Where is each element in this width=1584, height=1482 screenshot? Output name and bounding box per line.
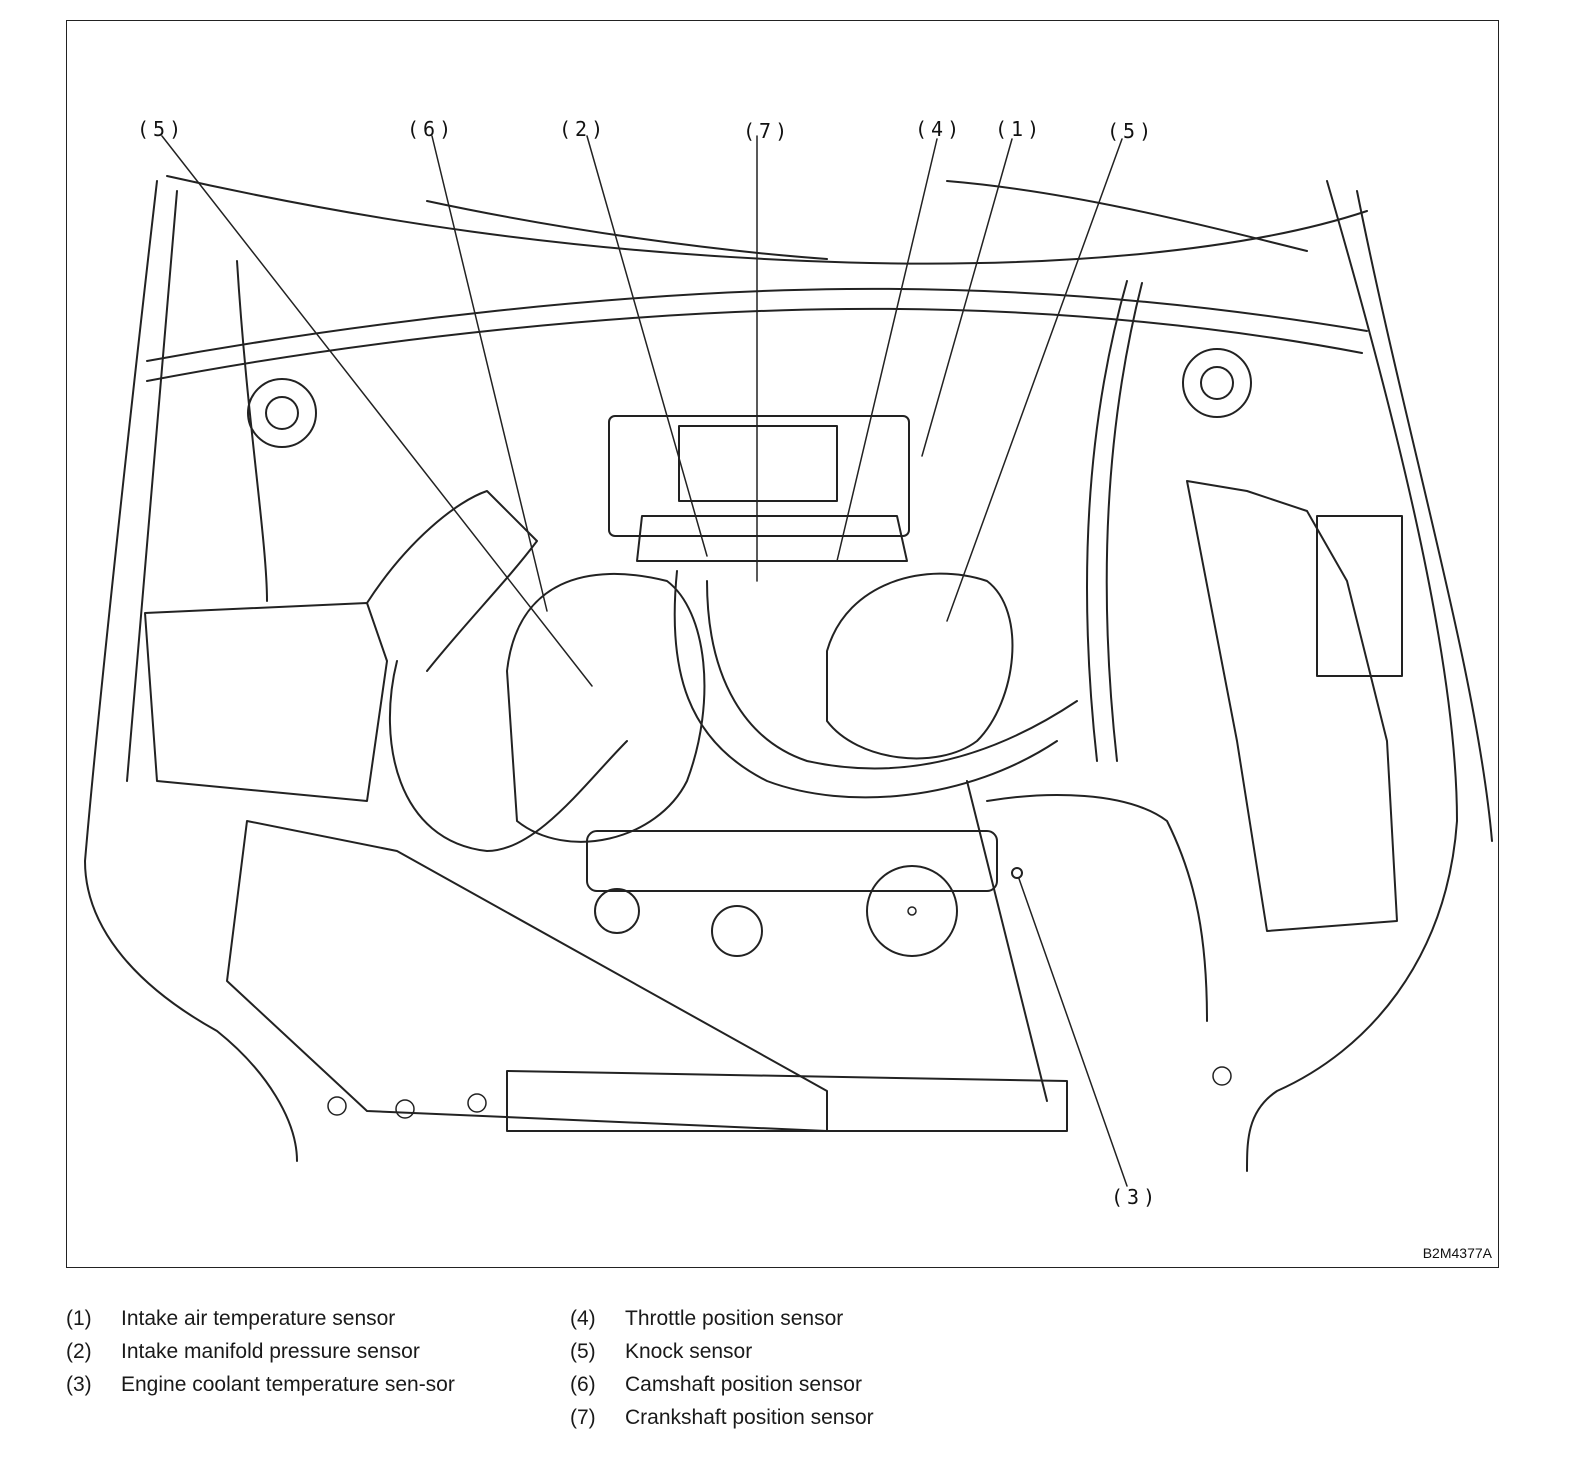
engine-compartment-drawing <box>84 135 1493 1187</box>
callout-6: (6) <box>407 117 456 141</box>
figure-code: B2M4377A <box>1422 1245 1492 1261</box>
legend-number: (2) <box>66 1340 92 1363</box>
legend-right-column: (4) Throttle position sensor (5) Knock s… <box>570 1302 1050 1434</box>
legend-number: (3) <box>66 1373 92 1396</box>
legend-label: Intake air temperature sensor <box>121 1307 396 1330</box>
callout-3: (3) <box>1111 1185 1160 1209</box>
legend-number: (1) <box>66 1307 92 1330</box>
legend-label: Intake manifold pressure sensor <box>121 1340 420 1363</box>
legend-item: (6) Camshaft position sensor <box>570 1368 1050 1401</box>
legend-item: (2) Intake manifold pressure sensor <box>66 1335 546 1368</box>
legend-number: (4) <box>570 1307 596 1330</box>
legend-item: (5) Knock sensor <box>570 1335 1050 1368</box>
legend-item: (7) Crankshaft position sensor <box>570 1401 1050 1434</box>
legend-number: (6) <box>570 1373 596 1396</box>
callout-2: (2) <box>559 117 608 141</box>
legend-label: Crankshaft position sensor <box>625 1406 874 1429</box>
callout-5-right: (5) <box>1107 119 1156 143</box>
callout-7: (7) <box>743 119 792 143</box>
legend-label: Knock sensor <box>625 1340 753 1363</box>
legend-label: Camshaft position sensor <box>625 1373 862 1396</box>
legend-item: (1) Intake air temperature sensor <box>66 1302 546 1335</box>
callout-1: (1) <box>995 117 1044 141</box>
legend-label: Throttle position sensor <box>625 1307 844 1330</box>
legend-left-column: (1) Intake air temperature sensor (2) In… <box>66 1302 546 1434</box>
legend-label: Engine coolant temperature sen-sor <box>121 1373 455 1396</box>
legend-item: (4) Throttle position sensor <box>570 1302 1050 1335</box>
callout-5-left: (5) <box>137 117 186 141</box>
callout-4: (4) <box>915 117 964 141</box>
legend-number: (7) <box>570 1406 596 1429</box>
legend-item: (3) Engine coolant temperature sen-sor <box>66 1368 546 1434</box>
legend-number: (5) <box>570 1340 596 1363</box>
engine-diagram: (5) (6) (2) (7) (4) (1) (5) (3) B2M4377A <box>66 20 1499 1268</box>
